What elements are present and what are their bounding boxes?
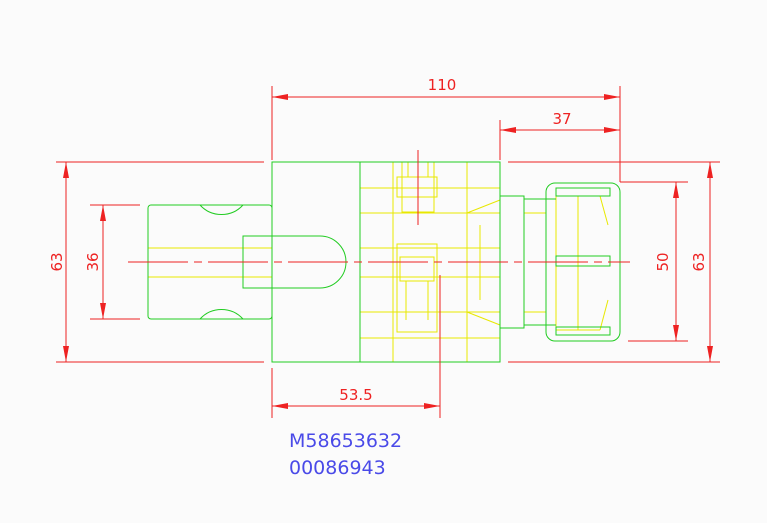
part-number: M58653632: [289, 430, 402, 452]
dim-shank-diameter: 36: [84, 252, 102, 271]
dim-overall-length: 110: [428, 76, 457, 94]
dim-right-height: 63: [690, 252, 708, 271]
dim-nut-diameter: 50: [654, 252, 672, 271]
dimension-texts: 110 37 63 36 50 63 53.5: [48, 76, 708, 404]
center-lines: [128, 150, 630, 418]
dim-nut-length: 37: [552, 110, 571, 128]
dim-body-height: 63: [48, 252, 66, 271]
dimension-lines: [56, 86, 720, 418]
shank-groove-bottom: [199, 309, 244, 320]
part-code: 00086943: [289, 457, 386, 479]
dim-gauge-length: 53.5: [339, 386, 372, 404]
identification-labels: M58653632 00086943: [289, 430, 402, 479]
drive-key-outline: [242, 235, 347, 289]
shank-groove-top: [199, 204, 244, 215]
